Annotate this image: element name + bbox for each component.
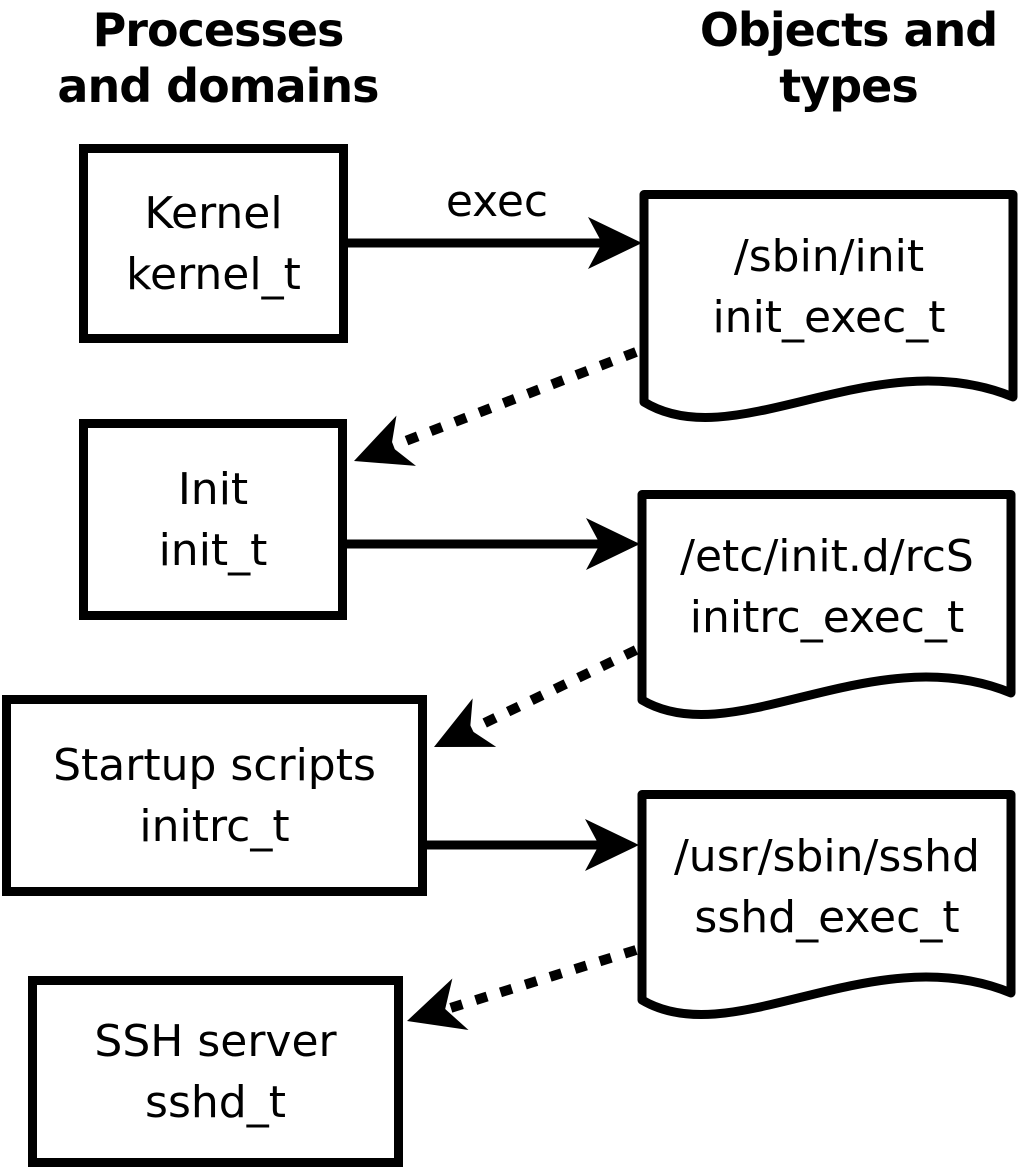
exec-arrow-3-head — [585, 819, 639, 871]
transition-arrow-3-head — [407, 978, 469, 1031]
transition-arrow-rcs-to-startup — [434, 645, 639, 747]
document-shape-usr-sbin-sshd — [637, 790, 1016, 1020]
object-path: /usr/sbin/sshd — [673, 830, 980, 882]
exec-arrow-2-head — [586, 518, 640, 570]
column-title-objects: Objects and types — [660, 2, 1024, 114]
process-box-init-shape — [79, 419, 347, 620]
object-label-etc-initd-rcs: /etc/init.d/rcS initrc_exec_t — [642, 494, 1012, 679]
object-label-usr-sbin-sshd: /usr/sbin/sshd sshd_exec_t — [642, 794, 1012, 979]
process-domain: sshd_t — [145, 1076, 286, 1128]
process-label-ssh-server: SSH server sshd_t — [28, 976, 403, 1167]
transition-arrow-sbin-init-to-init — [354, 347, 638, 466]
exec-arrow-label: exec — [445, 176, 549, 227]
column-title-processes-line1: Processes — [92, 3, 345, 57]
object-type: initrc_exec_t — [689, 591, 965, 643]
column-title-objects-line2: types — [779, 59, 918, 113]
process-box-startup-scripts-shape — [2, 695, 427, 896]
transition-arrow-2-head — [434, 698, 497, 747]
process-domain: initrc_t — [139, 800, 290, 852]
process-box-ssh-server-shape — [28, 976, 403, 1167]
process-label-startup-scripts: Startup scripts initrc_t — [2, 695, 427, 896]
exec-arrow-startup-to-sshd — [427, 819, 639, 871]
object-label-sbin-init: /sbin/init init_exec_t — [644, 194, 1014, 379]
column-title-processes: Processes and domains — [18, 2, 418, 114]
exec-arrow-1-head — [588, 217, 642, 269]
object-type: sshd_exec_t — [694, 891, 960, 943]
process-domain: kernel_t — [126, 248, 301, 300]
process-name: Init — [177, 463, 249, 515]
document-shape-etc-initd-rcs — [637, 490, 1016, 720]
column-title-processes-line2: and domains — [57, 59, 379, 113]
object-type: init_exec_t — [712, 291, 946, 343]
process-box-kernel-shape — [79, 144, 348, 343]
object-path: /sbin/init — [733, 230, 925, 282]
process-label-kernel: Kernel kernel_t — [79, 144, 348, 343]
transition-arrow-3-line — [442, 945, 638, 1015]
transition-arrow-sshd-to-ssh-server — [407, 945, 638, 1031]
process-domain: init_t — [158, 524, 268, 576]
object-path: /etc/init.d/rcS — [680, 530, 974, 582]
document-shape-sbin-init — [639, 190, 1018, 422]
transition-arrow-2-line — [465, 645, 639, 736]
transition-arrow-1-line — [388, 347, 638, 452]
exec-arrow-kernel-to-sbin-init — [348, 217, 642, 269]
exec-arrow-init-to-rcs — [347, 518, 640, 570]
column-title-objects-line1: Objects and — [699, 3, 998, 57]
transition-arrow-1-head — [354, 415, 416, 466]
process-name: Startup scripts — [53, 739, 376, 791]
process-label-init: Init init_t — [79, 419, 347, 620]
process-name: Kernel — [144, 187, 283, 239]
process-name: SSH server — [94, 1015, 337, 1067]
